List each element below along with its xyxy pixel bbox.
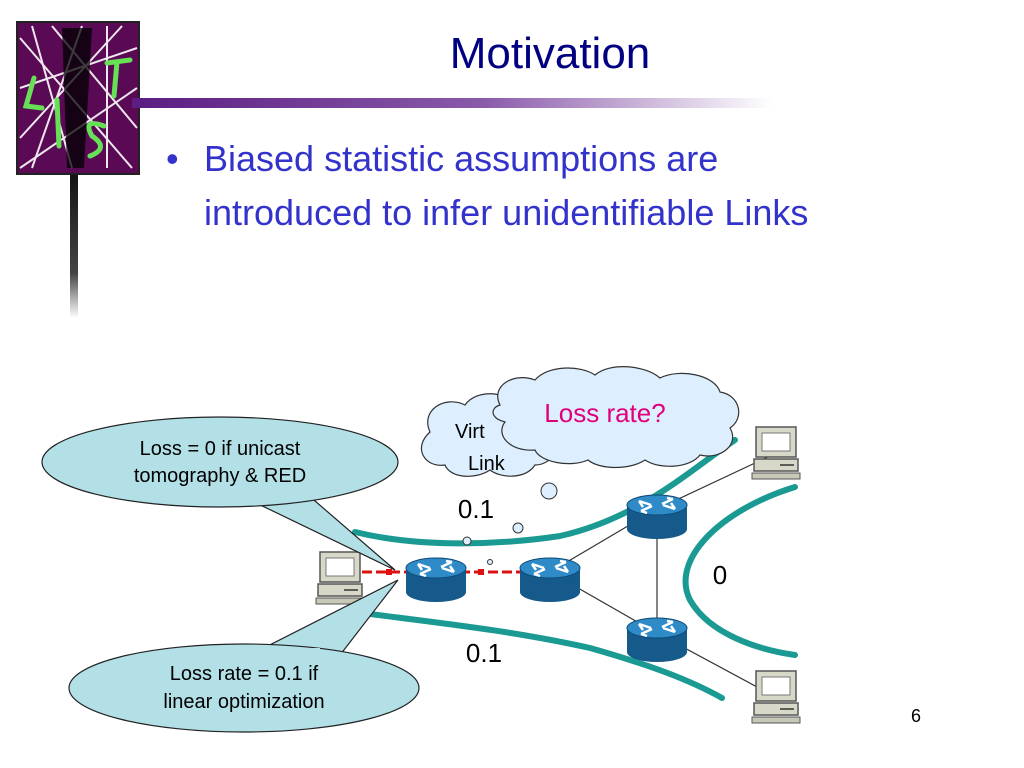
router-icon bbox=[625, 616, 689, 664]
callout-unicast-line-2: tomography & RED bbox=[134, 465, 306, 487]
cloud-loss-text: Loss rate? bbox=[544, 398, 665, 428]
bullet-text: Biased statistic assumptions are introdu… bbox=[204, 138, 809, 233]
router-icon bbox=[518, 556, 582, 604]
label-top-loss: 0.1 bbox=[458, 494, 494, 524]
callout-unicast: Loss = 0 if unicast tomography & RED bbox=[41, 416, 399, 571]
page-number: 6 bbox=[910, 706, 921, 726]
label-bottom-loss: 0.1 bbox=[466, 638, 502, 668]
cloud-virtual-text-1: Virt bbox=[455, 421, 485, 443]
callout-linear: Loss rate = 0.1 if linear optimization bbox=[68, 579, 420, 733]
callout-unicast-line-1: Loss = 0 if unicast bbox=[140, 438, 301, 460]
computer-icon bbox=[315, 551, 365, 605]
router-icon bbox=[625, 493, 689, 541]
router-icon bbox=[404, 556, 468, 604]
computer-icon bbox=[751, 426, 801, 480]
cloud-loss-rate: Loss rate? bbox=[492, 366, 740, 469]
slide-title: Motivation bbox=[449, 29, 651, 78]
logo-icon bbox=[16, 21, 140, 318]
callout-linear-line-2: linear optimization bbox=[163, 691, 324, 713]
callout-linear-line-1: Loss rate = 0.1 if bbox=[170, 663, 319, 685]
computer-icon bbox=[751, 670, 801, 724]
label-right-loss: 0 bbox=[713, 560, 727, 590]
bullet-marker: • bbox=[166, 138, 179, 179]
cloud-virtual-text-2: Link bbox=[468, 453, 506, 475]
title-underline bbox=[132, 98, 772, 108]
